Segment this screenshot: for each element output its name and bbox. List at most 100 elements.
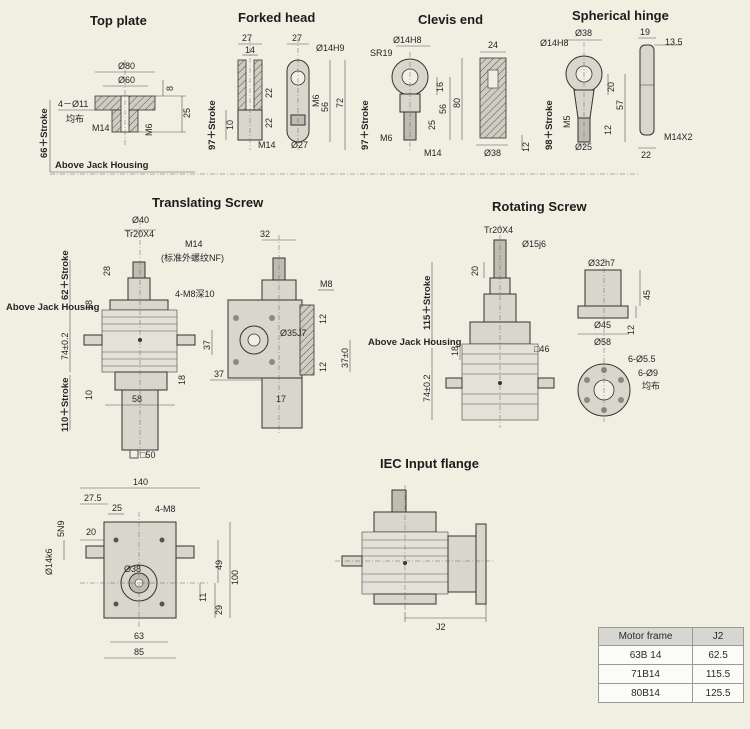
spherical-hinge-d14h8: Ø14H8 (540, 38, 569, 48)
translating-screw-stroke-top: 62＋Stroke (60, 250, 71, 300)
spherical-hinge-w13-5: 13.5 (665, 37, 683, 47)
iec-flange-h5n9: 5N9 (56, 520, 66, 537)
clevis-end-d14h8: Ø14H8 (393, 35, 422, 45)
forked-head-drawing: 27 14 27 Ø14H9 10 22 22 M6 56 72 M14 Ø27… (207, 33, 346, 150)
rotating-screw-h18: 18 (450, 346, 460, 356)
rotating-screw-above-housing: Above Jack Housing (368, 337, 462, 348)
table-row: 80B14 125.5 (597, 683, 744, 703)
rotating-screw-h45: 45 (642, 290, 652, 300)
top-plate-holes: 4－Ø11 (58, 99, 88, 109)
iec-flange-front-drawing: 140 27.5 25 4-M8 5N9 20 Ø14k6 Ø38 49 100… (44, 477, 240, 659)
forked-head-w14: 14 (245, 45, 255, 55)
clevis-end-w24: 24 (488, 40, 498, 50)
clevis-end-stroke: 97＋Stroke (360, 100, 371, 150)
rotating-screw-d32h7: Ø32h7 (588, 258, 615, 268)
rotating-screw-d58: Ø58 (594, 337, 611, 347)
rotating-screw-fins (462, 353, 538, 405)
translating-screw-w32: 32 (260, 229, 270, 239)
iec-flange-h49: 49 (214, 560, 224, 570)
spherical-hinge-drawing: Ø14H8 Ø38 19 13.5 20 57 M5 12 Ø25 M14X2 … (540, 27, 693, 160)
translating-screw-stroke-bottom: 110＋Stroke (60, 378, 71, 432)
rotating-screw-h20: 20 (470, 266, 480, 276)
clevis-end-m6: M6 (380, 133, 393, 143)
spherical-hinge-m5: M5 (562, 115, 572, 128)
translating-screw-h18b: 18 (177, 375, 187, 385)
table-header-row: Motor frame J2 (597, 627, 744, 646)
rotating-screw-h12: 12 (626, 325, 636, 335)
rotating-screw-d15j6: Ø15j6 (522, 239, 546, 249)
iec-flange-d14k6: Ø14k6 (44, 548, 54, 575)
spherical-hinge-d38: Ø38 (575, 28, 592, 38)
title-iec-input-flange: IEC Input flange (380, 456, 479, 471)
iec-flange-side-drawing: J2 (335, 485, 495, 632)
rotating-screw-tr: Tr20X4 (484, 225, 513, 235)
forked-head-m6: M6 (311, 94, 321, 107)
forked-head-stroke: 97＋Stroke (207, 100, 218, 150)
spherical-hinge-d25: Ø25 (575, 142, 592, 152)
translating-screw-h12b: 12 (318, 362, 328, 372)
iec-flange-h100: 100 (230, 570, 240, 585)
forked-head-d27: Ø27 (291, 140, 308, 150)
forked-head-d14h9: Ø14H9 (316, 43, 345, 53)
translating-screw-sq50: □50 (140, 450, 155, 460)
spherical-hinge-m14x2: M14X2 (664, 132, 693, 142)
iec-flange-w85: 85 (134, 647, 144, 657)
motor-frame-cell: 63B 14 (597, 645, 694, 665)
forked-head-h22b: 22 (264, 118, 274, 128)
translating-screw-h37b: 37±0 (340, 348, 350, 368)
clevis-end-h80: 80 (452, 98, 462, 108)
motor-frame-table: Motor frame J2 63B 14 62.5 71B14 115.5 8… (597, 627, 744, 703)
iec-flange-holes: 4-M8 (155, 504, 176, 514)
rotating-screw-holes-note: 均布 (642, 380, 660, 391)
translating-screw-drawing: Ø40 Tr20X4 M14 (标准外螺纹NF) 28 32 M8 4-M8深1… (6, 215, 351, 460)
title-rotating-screw: Rotating Screw (492, 199, 588, 214)
header-motor-frame: Motor frame (597, 627, 694, 646)
top-plate-d60: Ø60 (118, 75, 135, 85)
translating-screw-h28: 28 (102, 266, 112, 276)
clevis-end-h12: 12 (521, 142, 531, 152)
top-plate-stroke: 66＋Stroke (39, 108, 50, 158)
clevis-end-h16: 16 (435, 82, 445, 92)
top-plate-above-housing: Above Jack Housing (55, 160, 149, 171)
translating-screw-d35: Ø35J7 (280, 328, 307, 338)
table-row: 71B14 115.5 (597, 664, 744, 684)
motor-frame-cell: 80B14 (597, 683, 694, 703)
translating-screw-h37a: 37 (202, 340, 212, 350)
forked-head-w27b: 27 (292, 33, 302, 43)
rotating-screw-holes9: 6-Ø9 (638, 368, 658, 378)
translating-screw-above-housing: Above Jack Housing (6, 302, 100, 313)
spherical-hinge-stroke: 98＋Stroke (544, 100, 555, 150)
j2-cell: 125.5 (692, 683, 744, 703)
clevis-end-m14: M14 (424, 148, 442, 158)
clevis-end-d38: Ø38 (484, 148, 501, 158)
translating-screw-m14: M14 (185, 239, 203, 249)
rotating-screw-stroke: 115＋Stroke (422, 276, 433, 330)
translating-screw-h74: 74±0.2 (60, 333, 70, 360)
forked-head-h56: 56 (320, 102, 330, 112)
iec-flange-d38: Ø38 (124, 564, 141, 574)
top-plate-h8: 8 (165, 86, 175, 91)
iec-flange-j2: J2 (436, 622, 446, 632)
spherical-hinge-w22: 22 (641, 150, 651, 160)
rotating-screw-holes6: 6-Ø5.5 (628, 354, 656, 364)
translating-screw-d40: Ø40 (132, 215, 149, 225)
title-forked-head: Forked head (238, 10, 315, 25)
translating-screw-holes: 4-M8深10 (175, 289, 215, 299)
top-plate-drawing: Ø80 Ø60 4－Ø11 均布 M14 M6 8 25 66＋Stroke A… (39, 60, 195, 173)
title-top-plate: Top plate (90, 13, 147, 28)
clevis-end-h56: 56 (438, 104, 448, 114)
table-row: 63B 14 62.5 (597, 645, 744, 665)
spherical-hinge-h12: 12 (603, 125, 613, 135)
translating-screw-h12a: 12 (318, 314, 328, 324)
iec-flange-w63: 63 (134, 631, 144, 641)
translating-screw-w58: 58 (132, 394, 142, 404)
clevis-end-drawing: SR19 Ø14H8 24 16 56 80 25 M6 M14 Ø38 12 … (360, 35, 531, 158)
iec-flange-w25: 25 (112, 503, 122, 513)
forked-head-h22a: 22 (264, 88, 274, 98)
iec-flange-h11: 11 (198, 593, 208, 602)
square-symbol (129, 449, 139, 459)
spherical-hinge-h57: 57 (615, 100, 625, 110)
top-plate-m6: M6 (144, 123, 154, 136)
top-plate-h25: 25 (182, 108, 192, 118)
rotating-screw-h74: 74±0.2 (422, 375, 432, 402)
